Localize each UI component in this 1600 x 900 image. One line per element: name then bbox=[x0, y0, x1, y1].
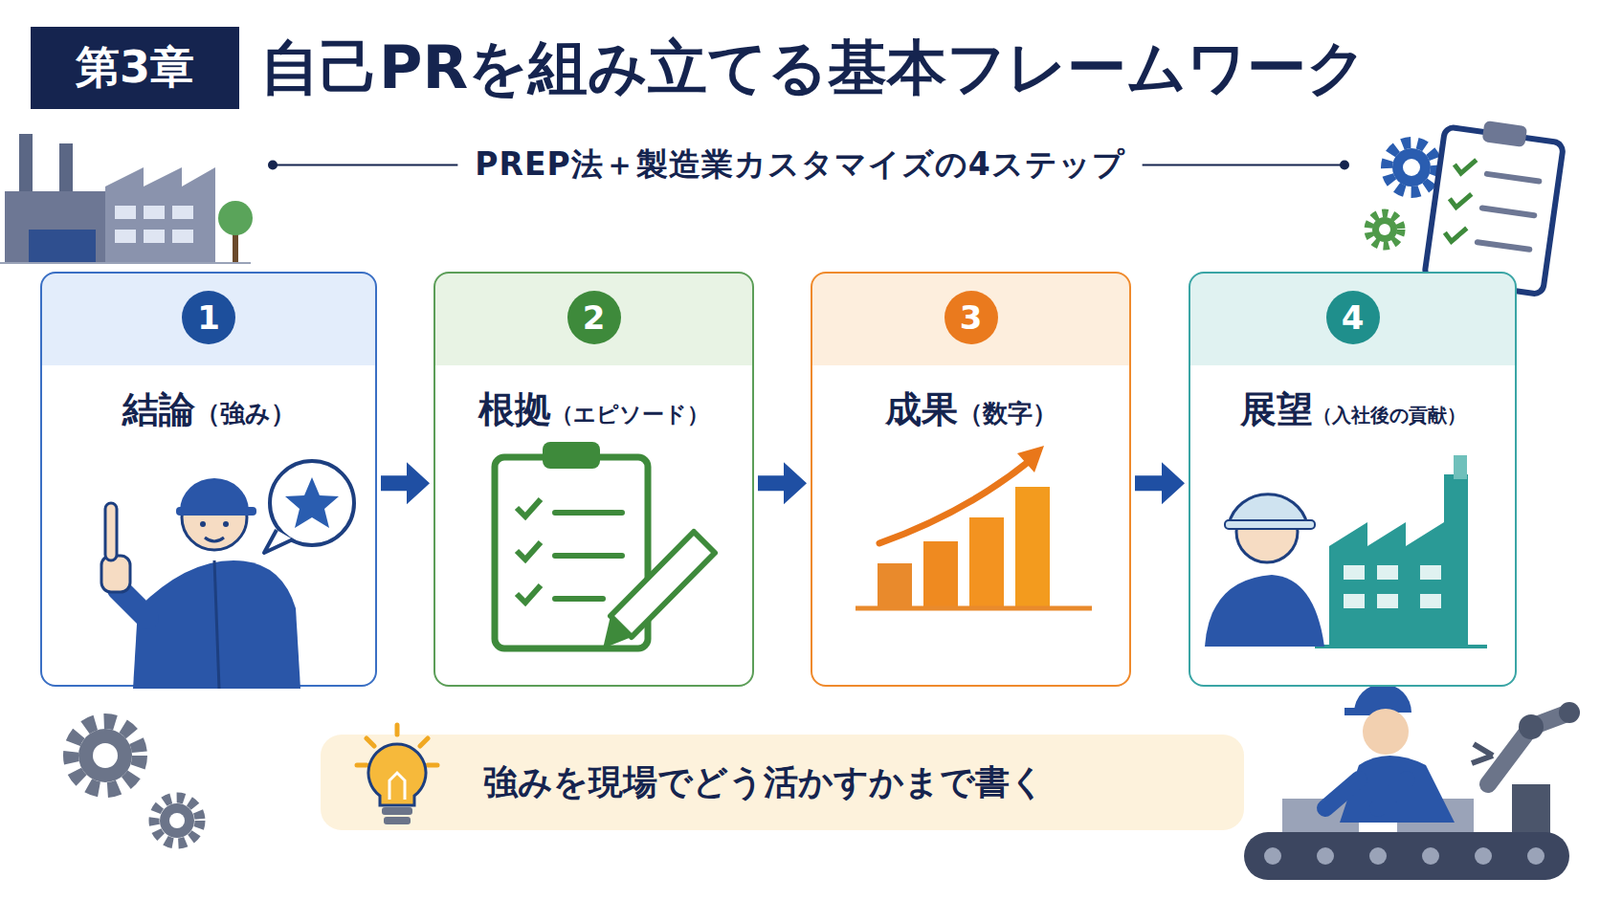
step-box: 結論（強み） 1 bbox=[40, 271, 378, 688]
step-subtitle: （強み） bbox=[195, 399, 296, 428]
step-number: 4 bbox=[1326, 290, 1380, 345]
step-title: 展望 bbox=[1240, 388, 1313, 431]
step-box: 根拠（エピソード） 2 bbox=[433, 271, 755, 688]
subtitle: PREP法＋製造業カスタマイズの4ステップ bbox=[474, 143, 1125, 187]
step-subtitle: （エピソード） bbox=[551, 401, 710, 427]
conveyor-roller bbox=[1527, 847, 1545, 866]
subtitle-rule bbox=[272, 164, 458, 167]
tip-text: 強みを現場でどう活かすかまで書く bbox=[483, 759, 1045, 807]
flow-arrow bbox=[380, 462, 430, 505]
chapter-label: 第3章 bbox=[75, 38, 195, 98]
flow-arrow bbox=[757, 462, 807, 505]
step-heading: 成果（数字） bbox=[812, 386, 1130, 435]
tip-callout: 強みを現場でどう活かすかまで書く bbox=[320, 734, 1245, 831]
step-heading: 根拠（エピソード） bbox=[435, 386, 753, 435]
step-number: 1 bbox=[181, 290, 236, 345]
conveyor-roller bbox=[1422, 847, 1440, 866]
step-subtitle: （入社後の貢献） bbox=[1312, 404, 1467, 427]
subtitle-dot bbox=[1339, 160, 1350, 171]
subtitle-rule bbox=[1142, 164, 1345, 167]
gear-icon bbox=[154, 798, 200, 845]
step-title: 根拠 bbox=[478, 388, 552, 431]
gear-icon bbox=[1368, 213, 1401, 246]
step-subtitle: （数字） bbox=[957, 399, 1058, 428]
subtitle-dot bbox=[267, 160, 278, 171]
flow-arrow bbox=[1134, 462, 1185, 505]
step-number: 2 bbox=[567, 290, 622, 345]
gear-icon bbox=[70, 721, 140, 791]
factory-illustration bbox=[0, 133, 253, 264]
conveyor-roller bbox=[1474, 847, 1492, 866]
step-number-label: 1 bbox=[197, 301, 221, 334]
page-title: 自己PRを組み立てる基本フレームワーク bbox=[260, 26, 1367, 110]
step-number-label: 4 bbox=[1341, 301, 1365, 334]
step-number: 3 bbox=[944, 290, 999, 345]
step-number-label: 2 bbox=[582, 301, 606, 334]
step-title: 成果 bbox=[885, 388, 958, 431]
conveyor-roller bbox=[1316, 847, 1334, 866]
step-title: 結論 bbox=[122, 388, 196, 431]
lightbulb-icon bbox=[339, 715, 484, 841]
step-number-label: 3 bbox=[959, 301, 983, 334]
step-box: 成果（数字） 3 bbox=[810, 271, 1132, 688]
step-heading: 展望（入社後の貢献） bbox=[1190, 386, 1515, 435]
clipboard-icon bbox=[1423, 114, 1566, 295]
conveyor-roller bbox=[1369, 847, 1387, 866]
step-box: 展望（入社後の貢献） 4 bbox=[1188, 271, 1517, 688]
step-heading: 結論（強み） bbox=[42, 386, 376, 435]
conveyor-roller bbox=[1264, 847, 1282, 866]
chapter-badge: 第3章 bbox=[30, 26, 240, 110]
gear-icon bbox=[1386, 142, 1437, 193]
worker-conveyor-illustration bbox=[1244, 684, 1580, 881]
